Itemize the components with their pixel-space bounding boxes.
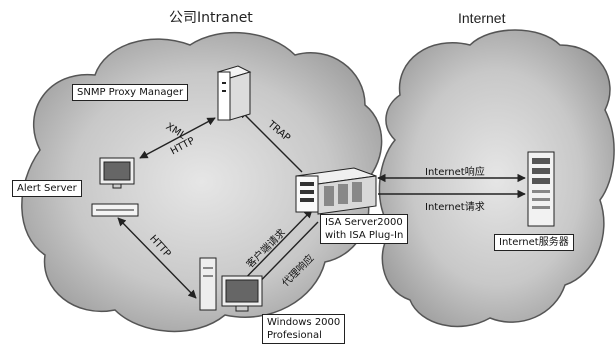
internet-response-link-label: Internet响应 (425, 167, 485, 178)
windows-client-label: Windows 2000 Profesional (262, 314, 346, 344)
internet-title: Internet (458, 10, 506, 26)
snmp-server-icon (216, 65, 252, 121)
alert-server-label: Alert Server (12, 180, 82, 197)
link-alert-windows (117, 217, 197, 299)
internet-server-label: Internet服务器 (494, 234, 574, 251)
snmp-proxy-manager-label: SNMP Proxy Manager (72, 84, 189, 101)
link-isa-snmp-trap (239, 109, 303, 173)
intranet-title: 公司Intranet (169, 10, 253, 26)
isa-server-icon (295, 167, 377, 215)
alert-server-pc-icon (91, 157, 139, 217)
windows-client-pc-icon (199, 257, 263, 312)
internet-request-link-label: Internet请求 (425, 202, 485, 213)
isa-server-label: ISA Server2000 with ISA Plug-In (320, 214, 409, 244)
link-alert-snmp (139, 117, 216, 159)
internet-server-icon (527, 151, 555, 227)
